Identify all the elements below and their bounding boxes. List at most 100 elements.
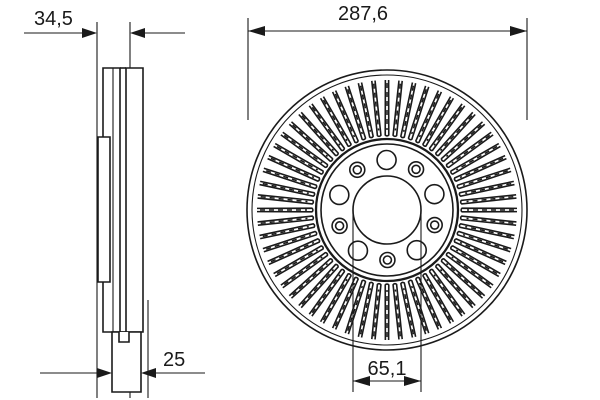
cooling-vane-slot [392, 80, 403, 138]
internal-vane-hidden-line [322, 99, 348, 142]
cooling-vane-slot [459, 194, 517, 205]
cooling-vane-slot [298, 263, 339, 309]
internal-vane-hidden-line [359, 288, 372, 335]
cooling-vane-slot [422, 96, 455, 147]
internal-vane-hidden-line [445, 262, 482, 296]
cooling-vane-slot [357, 82, 374, 139]
internal-vane-hidden-line [411, 88, 427, 135]
internal-vane-hidden-line [445, 124, 482, 158]
bolt-hole-inner [382, 255, 393, 265]
internal-vane-hidden-line [402, 85, 415, 132]
cooling-vane-slot [440, 258, 486, 299]
internal-vane-hidden-line [322, 278, 348, 321]
internal-vane-hidden-line [347, 88, 363, 135]
internal-vane-hidden-line [311, 106, 341, 146]
cooling-vane-slot [331, 276, 359, 330]
internal-vane-hidden-line [433, 274, 463, 314]
cooling-vane-slot [308, 103, 346, 152]
internal-vane-hidden-line [459, 157, 504, 179]
cooling-vane-slot [298, 111, 339, 157]
dimension-34-5 [24, 28, 185, 38]
bolt-hole [379, 251, 396, 269]
cooling-vane-slot [400, 281, 417, 338]
cooling-vane-slot [319, 96, 352, 147]
cooling-vane-slot [459, 215, 517, 226]
cooling-vane-slot [257, 207, 314, 213]
internal-vane-hidden-line [394, 289, 402, 337]
plain-hole [347, 240, 369, 261]
internal-vane-hidden-line [347, 285, 363, 332]
arrow-287-6-left [248, 26, 265, 36]
bolt-hole-inner [429, 220, 440, 230]
cooling-vane-slot [453, 238, 507, 266]
center-bore [352, 175, 422, 245]
cooling-vane-slot [288, 258, 334, 299]
internal-vane-hidden-line [372, 83, 380, 131]
internal-vane-hidden-line [394, 83, 402, 131]
cooling-vane-slot [456, 167, 512, 190]
internal-vane-hidden-line [283, 256, 323, 286]
internal-vane-hidden-line [439, 268, 473, 305]
cooling-vane-slot [445, 131, 494, 169]
internal-vane-hidden-line [260, 195, 308, 203]
cooling-vane-slot [435, 263, 476, 309]
internal-vane-hidden-line [262, 182, 309, 195]
bolt-hole-inner [411, 164, 421, 175]
internal-vane-hidden-line [270, 157, 315, 179]
cooling-vane-slot [259, 180, 316, 197]
internal-vane-hidden-line [260, 217, 308, 225]
internal-vane-hidden-line [433, 106, 463, 146]
internal-vane-hidden-line [402, 288, 415, 335]
plain-hole [376, 149, 397, 171]
cooling-vane-slot [440, 121, 486, 162]
dimension-25 [40, 368, 205, 378]
cooling-vane-slot [458, 180, 515, 197]
cooling-vane-slot [273, 245, 324, 278]
plain-hole [329, 184, 350, 206]
bolt-hole-inner [352, 165, 363, 175]
cooling-vane-slot [392, 282, 403, 340]
dimension-label-thickness-disc: 25 [163, 349, 185, 371]
cooling-vane-slot [450, 142, 501, 175]
cooling-vane-slot [384, 283, 390, 340]
internal-vane-hidden-line [283, 134, 323, 164]
cooling-vane-slot [422, 273, 455, 324]
internal-vane-hidden-line [465, 225, 512, 238]
cooling-vane-slot [267, 238, 321, 266]
cooling-vane-slot [257, 215, 315, 226]
arrow-65-1-left [353, 376, 370, 386]
mounting-notch [118, 332, 130, 343]
cooling-vane-slot [262, 230, 318, 253]
cooling-vane-slot [407, 279, 430, 335]
cooling-vane-slot [308, 268, 346, 317]
internal-vane-hidden-line [455, 145, 498, 171]
cooling-vane-slot [262, 167, 318, 190]
hub-flange-lower [111, 331, 142, 393]
cooling-vane-slot [445, 251, 494, 289]
bolt-hole [407, 161, 425, 178]
arrow-287-6-right [510, 26, 527, 36]
internal-vane-hidden-line [459, 241, 504, 263]
internal-vane-hidden-line [462, 170, 509, 186]
internal-vane-hidden-line [411, 285, 427, 332]
bolt-hole [426, 216, 443, 234]
hub-hole-group [329, 149, 445, 269]
internal-vane-hidden-line [262, 225, 309, 238]
cooling-vane-slot [400, 82, 417, 139]
arrow-34-5-right [82, 28, 97, 38]
internal-vane-hidden-line [455, 249, 498, 275]
cooling-vane-slot [384, 80, 390, 137]
internal-vane-hidden-line [265, 170, 312, 186]
cooling-vane-slot [357, 281, 374, 338]
internal-vane-hidden-line [372, 289, 380, 337]
cooling-vane-slot [257, 194, 315, 205]
internal-vane-hidden-line [301, 268, 335, 305]
internal-vane-hidden-line [462, 234, 509, 250]
cooling-vane-slot [280, 131, 329, 169]
cooling-vane-slot [435, 111, 476, 157]
arrow-34-5-left [130, 28, 145, 38]
cooling-vane-slot [371, 282, 382, 340]
cooling-vane-slot [415, 90, 443, 144]
internal-vane-hidden-line [359, 85, 372, 132]
